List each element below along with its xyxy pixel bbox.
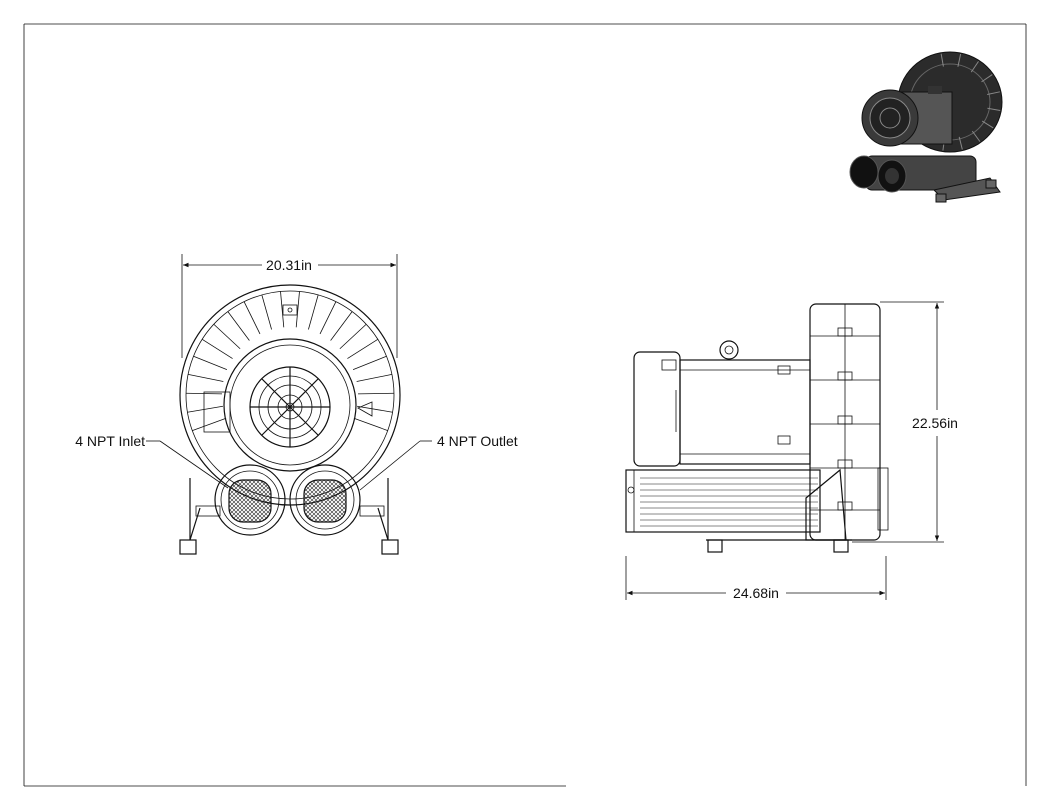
iso-rib	[987, 91, 1000, 96]
outlet-port	[289, 464, 361, 536]
housing-rib	[187, 405, 224, 413]
inlet-callout	[146, 440, 229, 489]
iso-rib	[971, 130, 981, 142]
inlet-callout-label: 4 NPT Inlet	[75, 433, 145, 449]
isometric-view	[849, 51, 1003, 203]
housing-rib	[201, 338, 233, 359]
iso-rib	[981, 120, 994, 129]
housing-rib	[187, 374, 224, 382]
muffler-fins	[640, 477, 818, 527]
housing-clamp	[837, 327, 853, 337]
side-view	[625, 303, 889, 553]
side-length-label: 24.68in	[733, 585, 779, 601]
housing-clamp	[837, 459, 853, 469]
housing-rib	[347, 338, 379, 359]
housing-rib	[193, 355, 228, 371]
housing-rib	[213, 323, 241, 350]
housing-rib	[308, 294, 319, 330]
housing-clamp	[837, 415, 853, 425]
housing-clamp	[837, 501, 853, 511]
housing-clamp	[837, 371, 853, 381]
iso-rib	[981, 74, 993, 83]
front-width-label: 20.31in	[266, 257, 312, 273]
side-height-label: 22.56in	[912, 415, 958, 431]
housing-ribs	[186, 291, 394, 431]
housing-sections	[810, 327, 880, 511]
iso-rib	[957, 53, 962, 67]
iso-rib	[987, 107, 1001, 112]
housing-rib	[330, 311, 353, 341]
sheet-border	[23, 23, 1027, 787]
housing-rib	[319, 301, 337, 335]
housing-rib	[353, 417, 388, 431]
housing-rib	[339, 323, 367, 350]
iso-rib	[940, 53, 944, 67]
iso-rib	[958, 136, 963, 150]
outlet-callout-label: 4 NPT Outlet	[437, 433, 518, 449]
side-length-dimension	[625, 556, 887, 600]
housing-rib	[243, 301, 261, 335]
housing-rib	[295, 291, 300, 328]
housing-rib	[357, 392, 394, 395]
side-height-dimension	[852, 301, 944, 543]
housing-rib	[356, 374, 393, 382]
iso-rib	[970, 61, 979, 73]
inlet-port	[214, 464, 286, 536]
outlet-callout	[359, 440, 432, 491]
housing-rib	[261, 294, 272, 330]
housing-rib	[280, 291, 285, 328]
housing-rib	[227, 311, 250, 341]
front-width-dimension	[181, 254, 398, 358]
fan-grille	[249, 366, 331, 448]
front-view	[179, 284, 401, 555]
housing-rib	[192, 417, 227, 431]
housing-rib	[352, 355, 387, 371]
housing-rib	[356, 405, 393, 413]
